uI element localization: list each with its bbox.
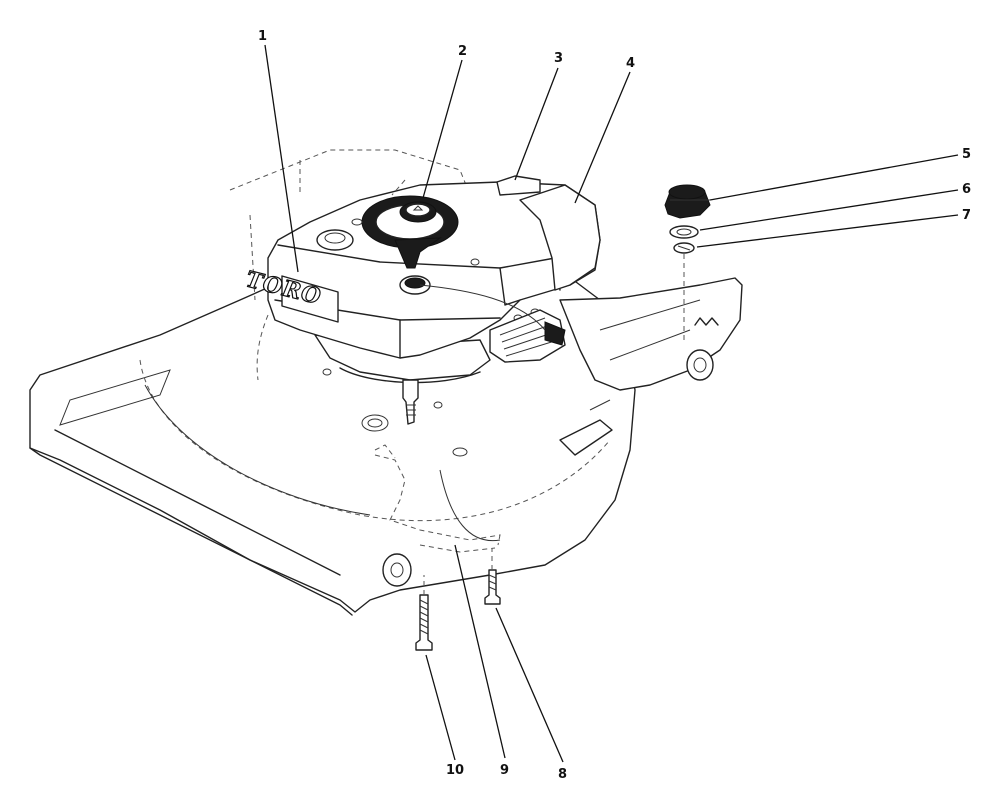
bolt-8 — [484, 548, 501, 605]
callout-leaders — [264, 44, 959, 763]
bolts — [415, 548, 501, 651]
callout-1: 1 — [258, 29, 267, 44]
callout-6: 6 — [962, 182, 971, 197]
mower-deck — [29, 149, 636, 616]
callout-5: 5 — [962, 147, 971, 162]
knob-assembly — [664, 184, 711, 340]
callout-4: 4 — [626, 56, 635, 71]
callout-2: 2 — [458, 44, 467, 59]
callout-labels: 1 2 3 4 5 6 7 8 9 10 — [258, 29, 971, 782]
callout-10: 10 — [446, 763, 464, 778]
callout-3: 3 — [554, 51, 563, 66]
callout-7: 7 — [962, 208, 971, 223]
callout-9: 9 — [500, 763, 509, 778]
engine: TORO — [241, 175, 601, 425]
callout-8: 8 — [558, 767, 567, 782]
handle-bracket — [559, 277, 743, 391]
height-adjuster-arm — [374, 444, 501, 553]
bolt-10 — [415, 575, 433, 651]
